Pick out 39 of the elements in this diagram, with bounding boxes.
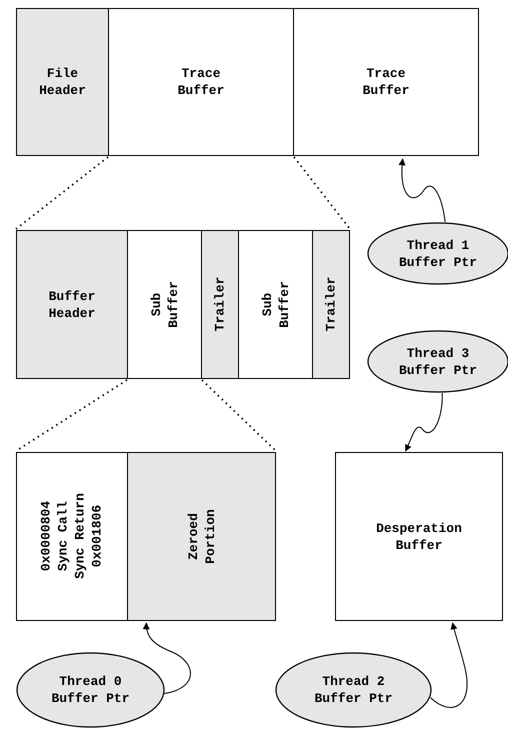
block-label: Trace Buffer: [362, 65, 410, 99]
pointer-ellipse: [16, 652, 165, 728]
sub-buffer-block: [127, 230, 202, 379]
block-label: 0x0000804: [38, 500, 54, 572]
dotted-expansion-line: [201, 379, 277, 452]
sub-buffer-block: [238, 230, 313, 379]
dotted-expansion-line: [15, 156, 109, 230]
block-label: Thread 1 Buffer Ptr: [398, 236, 478, 270]
curved-arrow: [430, 622, 468, 708]
dotted-expansion-line: [293, 156, 351, 230]
block-label: Trace Buffer: [176, 65, 226, 99]
block-label: File Header: [38, 65, 87, 99]
dotted-expansion-line: [16, 379, 128, 452]
block-label: Thread 2 Buffer Ptr: [313, 673, 394, 707]
header-block: [16, 230, 128, 379]
buffer-block: [108, 8, 294, 156]
curved-arrow: [142, 622, 191, 694]
block-label: Thread 3 Buffer Ptr: [398, 344, 478, 378]
header-block: [16, 8, 109, 156]
zeroed-block: [127, 452, 276, 621]
block-label: Zeroed Portion: [184, 508, 218, 566]
block-label: Sub Buffer: [147, 280, 181, 330]
trailer-block: [201, 230, 239, 379]
record-block: [16, 452, 128, 621]
block-label: Trailer: [211, 276, 228, 332]
buffer-block: [335, 452, 503, 621]
block-label: Thread 0 Buffer Ptr: [50, 673, 130, 707]
curved-arrow: [398, 158, 446, 222]
pointer-ellipse: [275, 652, 432, 728]
curved-arrow: [405, 392, 443, 452]
block-label: Trailer: [322, 276, 339, 332]
block-label: Sync Call: [54, 500, 72, 572]
block-label: Buffer Header: [48, 288, 96, 322]
buffer-block: [293, 8, 479, 156]
block-label: Sync Return: [72, 493, 88, 579]
block-label: 0x001806: [88, 504, 106, 568]
block-label: Sub Buffer: [258, 280, 292, 330]
trailer-block: [312, 230, 350, 379]
block-label: Desperation Buffer: [375, 520, 463, 554]
